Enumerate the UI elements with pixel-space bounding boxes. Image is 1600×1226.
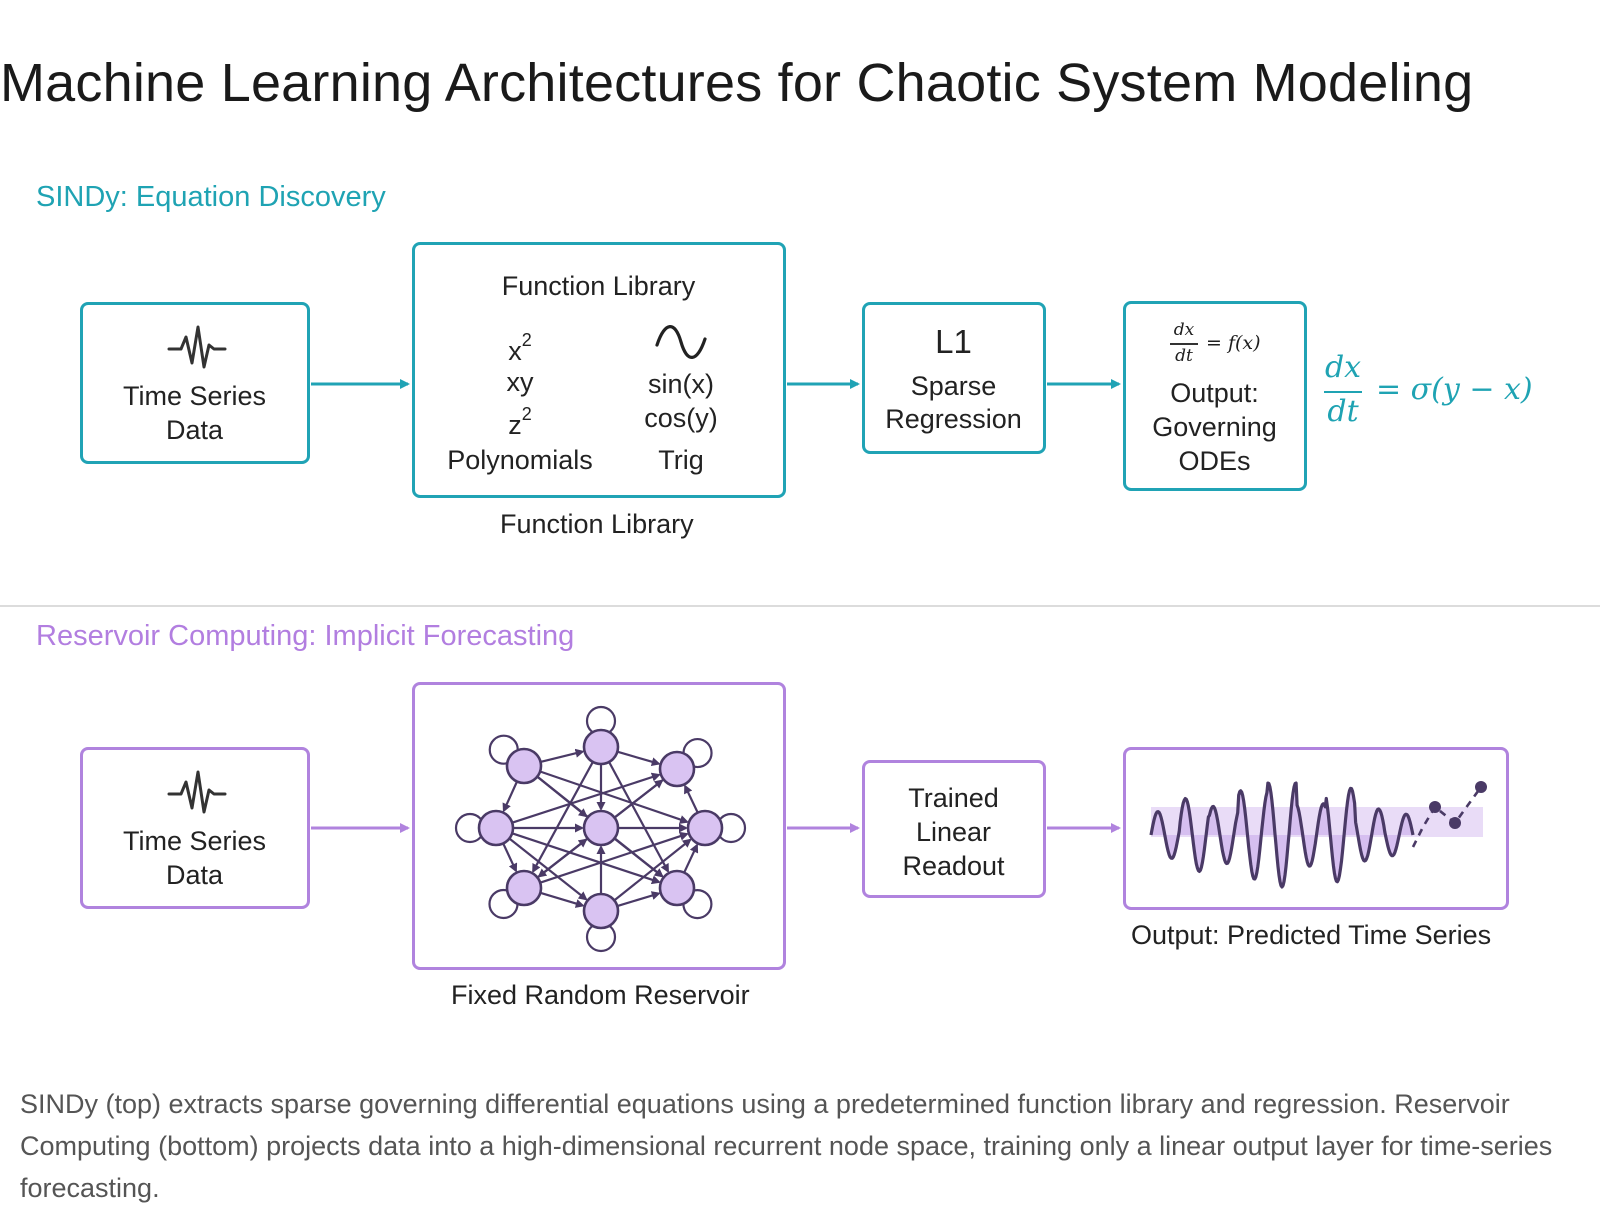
output-line2: Governing xyxy=(1152,412,1277,442)
output-line3: ODEs xyxy=(1178,446,1251,476)
reservoir-caption: Fixed Random Reservoir xyxy=(451,980,750,1010)
readout-line3: Readout xyxy=(902,851,1005,881)
page-title: Machine Learning Architectures for Chaot… xyxy=(0,53,1474,113)
library-header: Function Library xyxy=(501,271,696,301)
reservoir-input-box: Time Series Data xyxy=(80,747,310,909)
reservoir-arrows xyxy=(311,823,1121,833)
reservoir-node xyxy=(582,809,620,847)
reservoir-node xyxy=(505,869,543,907)
lorenz-equation: dx dt = σ(y − x) xyxy=(1324,350,1533,429)
figure-caption: SINDy (top) extracts sparse governing di… xyxy=(20,1089,1553,1203)
reservoir-edge xyxy=(511,832,661,885)
poly-term-x2: x2 xyxy=(508,330,532,366)
series-line xyxy=(1149,781,1415,889)
output-line1: Output: xyxy=(1170,378,1259,408)
trig-label: Trig xyxy=(658,445,704,475)
reservoir-node xyxy=(686,809,724,847)
reservoir-node xyxy=(582,728,620,766)
forecast-point xyxy=(1429,801,1441,813)
trig-term-sin: sin(x) xyxy=(648,369,714,399)
predicted-series-caption: Output: Predicted Time Series xyxy=(1131,920,1492,950)
reservoir-input-line1: Time Series xyxy=(122,826,267,856)
reservoir-node xyxy=(658,750,696,788)
sindy-input-line1: Time Series xyxy=(122,381,267,411)
reservoir-input-line2: Data xyxy=(165,860,224,890)
reservoir-edge xyxy=(539,831,689,884)
reservoir-edge xyxy=(617,750,661,767)
reservoir-edge xyxy=(502,842,518,873)
reservoir-edge xyxy=(539,891,585,908)
sindy-arrows xyxy=(311,379,1121,389)
reservoir-edge xyxy=(684,784,699,814)
reservoir-edge xyxy=(539,770,689,824)
forecast-point xyxy=(1449,817,1461,829)
reservoir-node xyxy=(582,892,620,930)
reservoir-edge xyxy=(608,761,669,874)
poly-label: Polynomials xyxy=(447,445,593,475)
readout-line1: Trained xyxy=(908,783,999,813)
forecast-point xyxy=(1475,781,1487,793)
box-equation: dx dt = f(x) xyxy=(1166,320,1276,370)
sindy-input-line2: Data xyxy=(165,415,224,445)
sparse-regression-box: L1 Sparse Regression xyxy=(862,302,1046,454)
reservoir-network xyxy=(454,705,747,953)
reservoir-section-title: Reservoir Computing: Implicit Forecastin… xyxy=(36,620,575,652)
poly-term-xy: xy xyxy=(506,367,534,397)
linear-readout-box: Trained Linear Readout xyxy=(862,760,1046,898)
regression-l1: L1 xyxy=(935,323,972,360)
function-library-box: Function Library x2 xy z2 Polynomials si… xyxy=(412,242,786,498)
poly-term-z2: z2 xyxy=(508,404,532,440)
function-library-caption: Function Library xyxy=(500,509,694,539)
reservoir-edge xyxy=(502,781,519,813)
reservoir-edge xyxy=(511,772,661,824)
reservoir-edge xyxy=(532,761,594,874)
predicted-series-plot xyxy=(1149,781,1487,889)
sine-wave-icon xyxy=(655,325,707,359)
reservoir-edge xyxy=(613,838,692,902)
trig-term-cos: cos(y) xyxy=(644,403,718,433)
readout-line2: Linear xyxy=(915,817,992,847)
reservoir-edge xyxy=(508,837,588,901)
reservoir-edge xyxy=(683,843,699,874)
waveform-icon xyxy=(167,325,227,369)
governing-odes-box: dx dt = f(x) Output: Governing ODEs xyxy=(1123,301,1307,491)
sindy-section-title: SINDy: Equation Discovery xyxy=(36,181,386,213)
reservoir-edge xyxy=(540,748,585,763)
reservoir-node xyxy=(505,747,543,785)
regression-line3: Regression xyxy=(885,404,1022,434)
section-divider xyxy=(0,605,1600,607)
waveform-icon xyxy=(167,770,227,814)
reservoir-edge xyxy=(616,891,661,908)
sindy-input-box: Time Series Data xyxy=(80,302,310,464)
reservoir-node xyxy=(477,809,515,847)
regression-line2: Sparse xyxy=(910,371,997,401)
reservoir-node xyxy=(658,869,696,907)
